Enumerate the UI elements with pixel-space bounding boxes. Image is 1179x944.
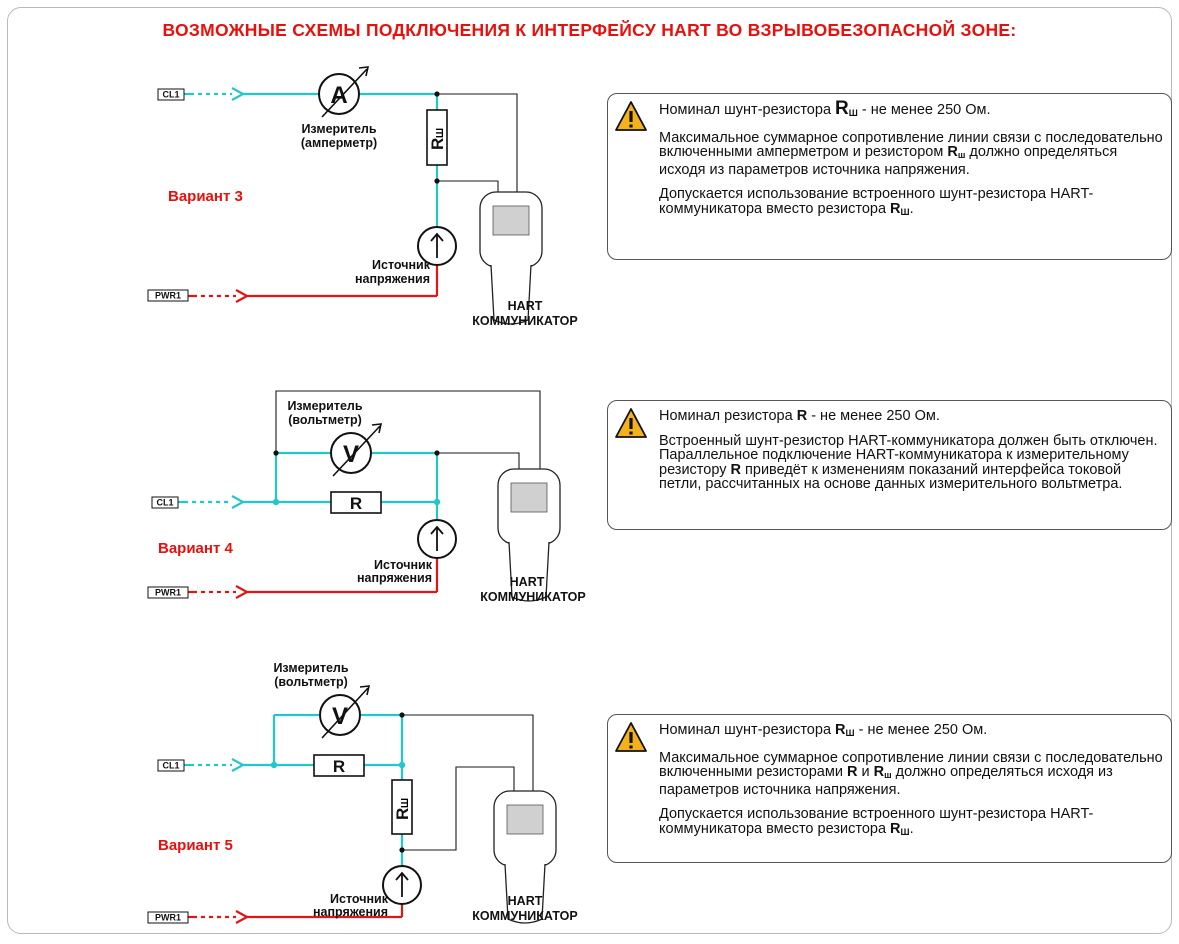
note-variant-5: Номинал шунт-резистора RШ - не менее 250… [607, 714, 1172, 863]
svg-text:PWR1: PWR1 [155, 913, 181, 923]
note-3-paragraph-2: Максимальное суммарное сопротивление лин… [659, 129, 1163, 178]
svg-text:(амперметр): (амперметр) [301, 136, 377, 150]
svg-text:КОММУНИКАТОР: КОММУНИКАТОР [472, 314, 577, 328]
ammeter: A [318, 66, 370, 118]
voltmeter: V [330, 423, 383, 477]
svg-text:(вольтметр): (вольтметр) [274, 675, 348, 689]
arrow-icon [235, 289, 250, 303]
cl1-tag [157, 759, 185, 772]
measuring-resistor: R [330, 491, 382, 514]
svg-text:HART: HART [510, 575, 545, 589]
note-3-paragraph-1: Номинал шунт-резистора RШ - не менее 250… [659, 98, 991, 119]
diagram-variant-5: CL1 PWR1 V Измеритель (вольтметр) R R Ш [147, 661, 578, 924]
svg-text:CL1: CL1 [162, 761, 179, 771]
svg-text:Ш: Ш [435, 128, 446, 138]
note-5-paragraph-2: Максимальное суммарное сопротивление лин… [659, 749, 1163, 798]
measuring-resistor: R [313, 754, 365, 777]
diagram-variant-3: CL1 PWR1 A Измеритель (амперметр) R Ш Ис… [147, 66, 578, 328]
page-title: ВОЗМОЖНЫЕ СХЕМЫ ПОДКЛЮЧЕНИЯ К ИНТЕРФЕЙСУ… [162, 20, 1017, 40]
warning-triangle-icon [615, 408, 647, 438]
cl1-tag [157, 88, 185, 101]
note-variant-3: Номинал шунт-резистора RШ - не менее 250… [607, 93, 1172, 260]
arrow-icon [235, 585, 250, 599]
svg-text:R: R [393, 808, 412, 820]
svg-text:Источник: Источник [372, 258, 431, 272]
svg-text:CL1: CL1 [162, 90, 179, 100]
diagram-variant-4: CL1 PWR1 V Измеритель (вольтметр) R Исто… [147, 390, 586, 604]
svg-text:R: R [333, 757, 345, 776]
svg-text:R: R [428, 138, 447, 150]
note-3-paragraph-3: Допускается использование встроенного шу… [659, 186, 1094, 217]
cl1-tag [151, 496, 179, 509]
svg-text:V: V [332, 703, 348, 730]
svg-text:(вольтметр): (вольтметр) [288, 413, 362, 427]
svg-text:напряжения: напряжения [357, 571, 432, 585]
arrow-icon [231, 758, 246, 772]
note-5-paragraph-1: Номинал шунт-резистора RШ - не менее 250… [659, 722, 988, 738]
svg-text:Вариант 4: Вариант 4 [158, 540, 233, 557]
svg-text:Измеритель: Измеритель [287, 399, 362, 413]
svg-text:напряжения: напряжения [313, 905, 388, 919]
voltage-source [417, 519, 457, 559]
svg-text:КОММУНИКАТОР: КОММУНИКАТОР [480, 590, 585, 604]
svg-text:A: A [330, 82, 347, 109]
svg-text:CL1: CL1 [156, 498, 173, 508]
svg-text:Вариант 5: Вариант 5 [158, 837, 233, 854]
voltage-source [417, 226, 457, 266]
note-4-paragraph-2: Встроенный шунт-резистор HART-коммуникат… [659, 432, 1158, 492]
voltmeter: V [319, 685, 371, 739]
svg-text:R: R [350, 494, 362, 513]
shunt-resistor: R Ш [391, 779, 413, 835]
voltage-source [382, 865, 422, 905]
pwr1-tag [147, 911, 189, 924]
svg-text:КОММУНИКАТОР: КОММУНИКАТОР [472, 909, 577, 923]
svg-text:напряжения: напряжения [355, 272, 430, 286]
svg-text:HART: HART [508, 894, 543, 908]
note-variant-4: Номинал резистора R - не менее 250 Ом. В… [607, 400, 1172, 530]
svg-text:Измеритель: Измеритель [301, 122, 376, 136]
note-5-paragraph-3: Допускается использование встроенного шу… [659, 806, 1094, 837]
svg-text:Ш: Ш [400, 798, 411, 808]
svg-text:PWR1: PWR1 [155, 588, 181, 598]
warning-triangle-icon [615, 101, 647, 131]
svg-text:HART: HART [508, 299, 543, 313]
arrow-icon [235, 910, 250, 924]
pwr1-tag [147, 289, 189, 302]
svg-text:Источник: Источник [330, 892, 389, 906]
warning-triangle-icon [615, 722, 647, 752]
note-4-paragraph-1: Номинал резистора R - не менее 250 Ом. [659, 408, 940, 424]
arrow-icon [231, 87, 246, 101]
svg-text:Источник: Источник [374, 558, 433, 572]
shunt-resistor: R Ш [426, 109, 448, 166]
pwr1-tag [147, 586, 189, 599]
svg-text:PWR1: PWR1 [155, 291, 181, 301]
svg-text:Измеритель: Измеритель [273, 661, 348, 675]
svg-text:Вариант 3: Вариант 3 [168, 188, 243, 205]
arrow-icon [231, 495, 246, 509]
